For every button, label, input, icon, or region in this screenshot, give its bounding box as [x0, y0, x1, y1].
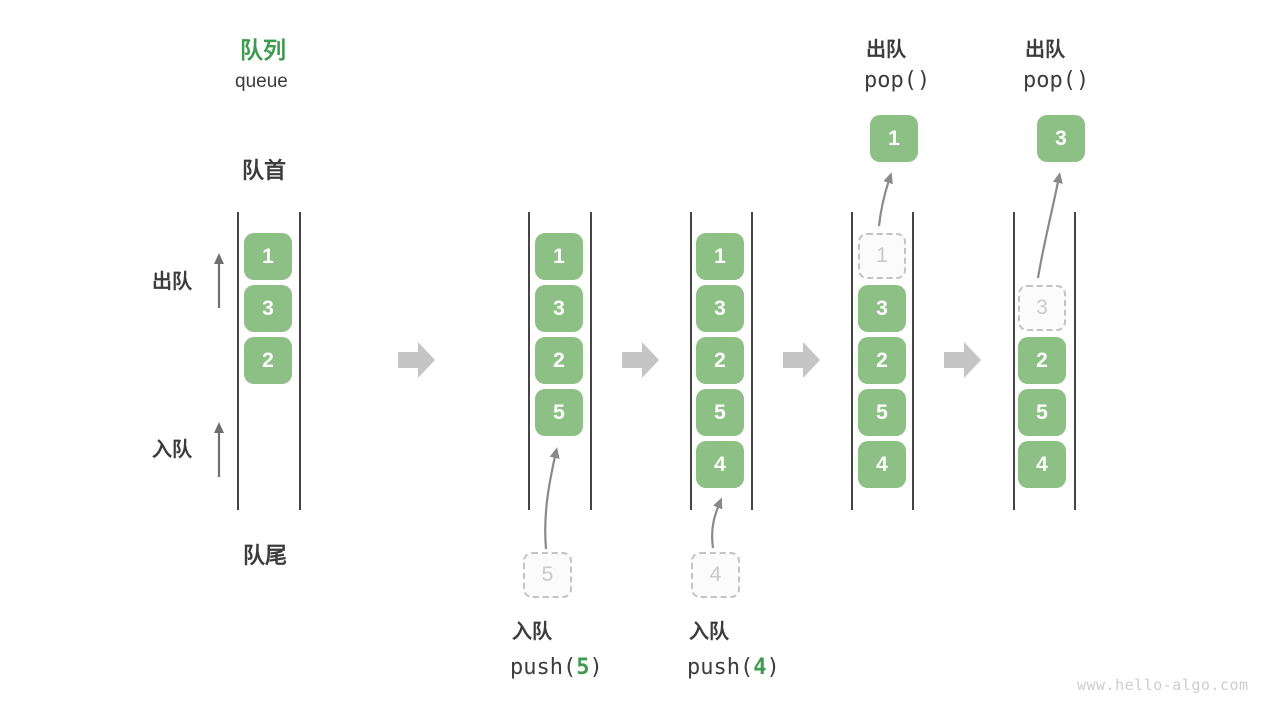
queue-element: 2	[535, 337, 583, 384]
queue-wall	[299, 212, 301, 510]
queue-element: 2	[1018, 337, 1066, 384]
popped-element: 1	[870, 115, 918, 162]
queue-element: 2	[696, 337, 744, 384]
queue-wall	[528, 212, 530, 510]
queue-element: 4	[1018, 441, 1066, 488]
enqueue-op-code: push(5)	[510, 655, 603, 680]
removed-slot: 1	[858, 233, 906, 279]
diagram-title-zh: 队列	[240, 37, 286, 63]
queue-wall	[751, 212, 753, 510]
queue-element: 1	[535, 233, 583, 280]
queue-element: 5	[1018, 389, 1066, 436]
state-transition-arrow-icon	[622, 342, 659, 378]
queue-element: 4	[696, 441, 744, 488]
queue-wall	[1013, 212, 1015, 510]
queue-rear-label: 队尾	[243, 543, 288, 568]
queue-wall	[237, 212, 239, 510]
dequeue-op-code: pop()	[864, 68, 931, 93]
queue-element: 2	[858, 337, 906, 384]
incoming-element: 4	[691, 552, 740, 598]
enqueue-op-code: push(4)	[687, 655, 780, 680]
queue-element: 5	[535, 389, 583, 436]
queue-wall	[851, 212, 853, 510]
watermark: www.hello-algo.com	[1077, 676, 1249, 694]
dequeue-op-label: 出队	[1025, 39, 1065, 61]
incoming-element: 5	[523, 552, 572, 598]
popped-element: 3	[1037, 115, 1085, 162]
enqueue-arg: 5	[576, 655, 590, 680]
dequeue-side-label: 出队	[152, 271, 192, 293]
queue-element: 2	[244, 337, 292, 384]
queue-element: 3	[696, 285, 744, 332]
enqueue-op-label: 入队	[512, 621, 552, 643]
enqueue-curved-arrow-icon	[544, 447, 560, 550]
state-transition-arrow-icon	[944, 342, 981, 378]
enqueue-arg: 4	[753, 655, 767, 680]
queue-wall	[912, 212, 914, 510]
queue-element: 5	[858, 389, 906, 436]
queue-element: 4	[858, 441, 906, 488]
queue-element: 1	[244, 233, 292, 280]
dequeue-op-code: pop()	[1023, 68, 1090, 93]
enqueue-curved-arrow-icon	[711, 497, 723, 549]
enqueue-op-label: 入队	[689, 621, 729, 643]
state-transition-arrow-icon	[398, 342, 435, 378]
dequeue-curved-arrow-icon	[1036, 172, 1063, 279]
dequeue-curved-arrow-icon	[877, 172, 893, 227]
queue-wall	[590, 212, 592, 510]
diagram-title-en: queue	[235, 71, 288, 92]
queue-element: 3	[858, 285, 906, 332]
removed-slot: 3	[1018, 285, 1066, 331]
queue-wall	[690, 212, 692, 510]
queue-element: 5	[696, 389, 744, 436]
queue-front-label: 队首	[242, 158, 287, 183]
queue-element: 1	[696, 233, 744, 280]
queue-element: 3	[244, 285, 292, 332]
dequeue-op-label: 出队	[866, 39, 906, 61]
queue-element: 3	[535, 285, 583, 332]
queue-wall	[1074, 212, 1076, 510]
state-transition-arrow-icon	[783, 342, 820, 378]
enqueue-side-label: 入队	[152, 439, 192, 461]
